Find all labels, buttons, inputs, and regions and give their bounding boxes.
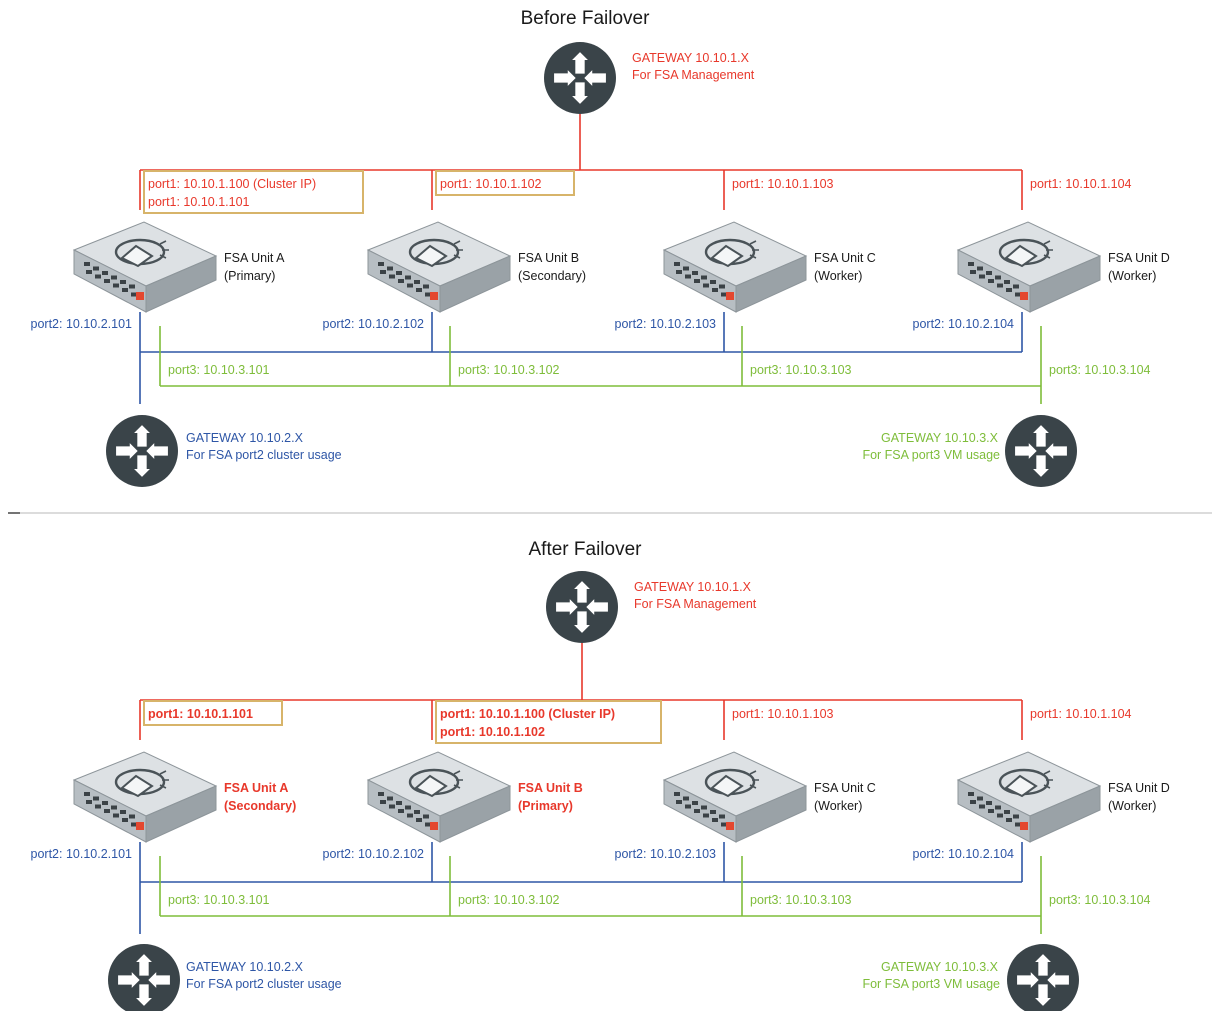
unit-role: (Primary) [224, 269, 275, 283]
fortisandbox-appliance-icon [956, 221, 1102, 313]
router-icon [1007, 944, 1079, 1011]
unit-name: FSA Unit D [1108, 251, 1170, 265]
mgmt-gateway-label: GATEWAY 10.10.1.X [634, 580, 752, 594]
unit-name: FSA Unit A [224, 781, 288, 795]
port1-highlight-box [143, 700, 283, 726]
unit-role: (Worker) [1108, 799, 1156, 813]
fortisandbox-appliance-icon [956, 751, 1102, 843]
panel-title: Before Failover [521, 8, 651, 29]
port1-label: port1: 10.10.1.103 [732, 177, 834, 191]
port1-highlight-box [435, 170, 575, 196]
port1-label: port1: 10.10.1.104 [1030, 177, 1132, 191]
fortisandbox-appliance-icon [366, 221, 512, 313]
mgmt-gateway-label: GATEWAY 10.10.1.X [632, 51, 750, 65]
port1-label: port1: 10.10.1.102 [440, 177, 542, 191]
router-icon [106, 415, 178, 487]
port3-label: port3: 10.10.3.103 [750, 363, 852, 377]
unit-role: (Secondary) [224, 799, 296, 813]
port3-gateway-label: GATEWAY 10.10.3.X [881, 431, 999, 445]
port1-label: port1: 10.10.1.101 [148, 195, 250, 209]
port1-label: port1: 10.10.1.100 (Cluster IP) [440, 707, 615, 721]
port3-gateway-desc: For FSA port3 VM usage [862, 448, 1000, 462]
port1-label: port1: 10.10.1.100 (Cluster IP) [148, 177, 316, 191]
unit-role: (Worker) [814, 269, 862, 283]
panel-title: After Failover [529, 539, 643, 560]
port2-label: port2: 10.10.2.102 [323, 847, 425, 861]
unit-name: FSA Unit B [518, 251, 579, 265]
fortisandbox-appliance-icon [662, 221, 808, 313]
port3-label: port3: 10.10.3.101 [168, 893, 270, 907]
port1-label: port1: 10.10.1.101 [148, 707, 253, 721]
port2-gateway-label: GATEWAY 10.10.2.X [186, 431, 304, 445]
unit-name: FSA Unit A [224, 251, 285, 265]
unit-name: FSA Unit B [518, 781, 583, 795]
router-icon [108, 944, 180, 1011]
port1-highlight-box [143, 170, 364, 214]
router-icon [544, 42, 616, 114]
port3-gateway-label: GATEWAY 10.10.3.X [881, 960, 999, 974]
port3-label: port3: 10.10.3.101 [168, 363, 270, 377]
router-icon [1005, 415, 1077, 487]
port3-label: port3: 10.10.3.103 [750, 893, 852, 907]
port1-highlight-box [435, 700, 662, 744]
unit-name: FSA Unit D [1108, 781, 1170, 795]
unit-role: (Secondary) [518, 269, 586, 283]
unit-role: (Worker) [1108, 269, 1156, 283]
port3-label: port3: 10.10.3.102 [458, 893, 560, 907]
port3-label: port3: 10.10.3.104 [1049, 363, 1151, 377]
port2-gateway-desc: For FSA port2 cluster usage [186, 448, 342, 462]
port2-label: port2: 10.10.2.101 [31, 317, 133, 331]
port3-label: port3: 10.10.3.102 [458, 363, 560, 377]
port3-label: port3: 10.10.3.104 [1049, 893, 1151, 907]
fortisandbox-appliance-icon [72, 751, 218, 843]
router-icon [546, 571, 618, 643]
fortisandbox-appliance-icon [366, 751, 512, 843]
port3-gateway-desc: For FSA port3 VM usage [862, 977, 1000, 991]
port2-label: port2: 10.10.2.104 [913, 317, 1015, 331]
port2-label: port2: 10.10.2.102 [323, 317, 425, 331]
port2-gateway-label: GATEWAY 10.10.2.X [186, 960, 304, 974]
port1-label: port1: 10.10.1.104 [1030, 707, 1132, 721]
unit-role: (Worker) [814, 799, 862, 813]
port1-label: port1: 10.10.1.103 [732, 707, 834, 721]
port2-gateway-desc: For FSA port2 cluster usage [186, 977, 342, 991]
unit-name: FSA Unit C [814, 251, 876, 265]
fortisandbox-appliance-icon [662, 751, 808, 843]
port1-label: port1: 10.10.1.102 [440, 725, 545, 739]
port2-label: port2: 10.10.2.104 [913, 847, 1015, 861]
fortisandbox-appliance-icon [72, 221, 218, 313]
port2-label: port2: 10.10.2.101 [31, 847, 133, 861]
port2-label: port2: 10.10.2.103 [615, 847, 717, 861]
fsa-unit: port1: 10.10.1.100 (Cluster IP) port1: 10… [31, 170, 364, 386]
unit-name: FSA Unit C [814, 781, 876, 795]
mgmt-gateway-desc: For FSA Management [634, 597, 757, 611]
mgmt-gateway-desc: For FSA Management [632, 68, 755, 82]
unit-role: (Primary) [518, 799, 573, 813]
port2-label: port2: 10.10.2.103 [615, 317, 717, 331]
fsa-unit: port1: 10.10.1.100 (Cluster IP) port1: 10… [323, 700, 662, 916]
